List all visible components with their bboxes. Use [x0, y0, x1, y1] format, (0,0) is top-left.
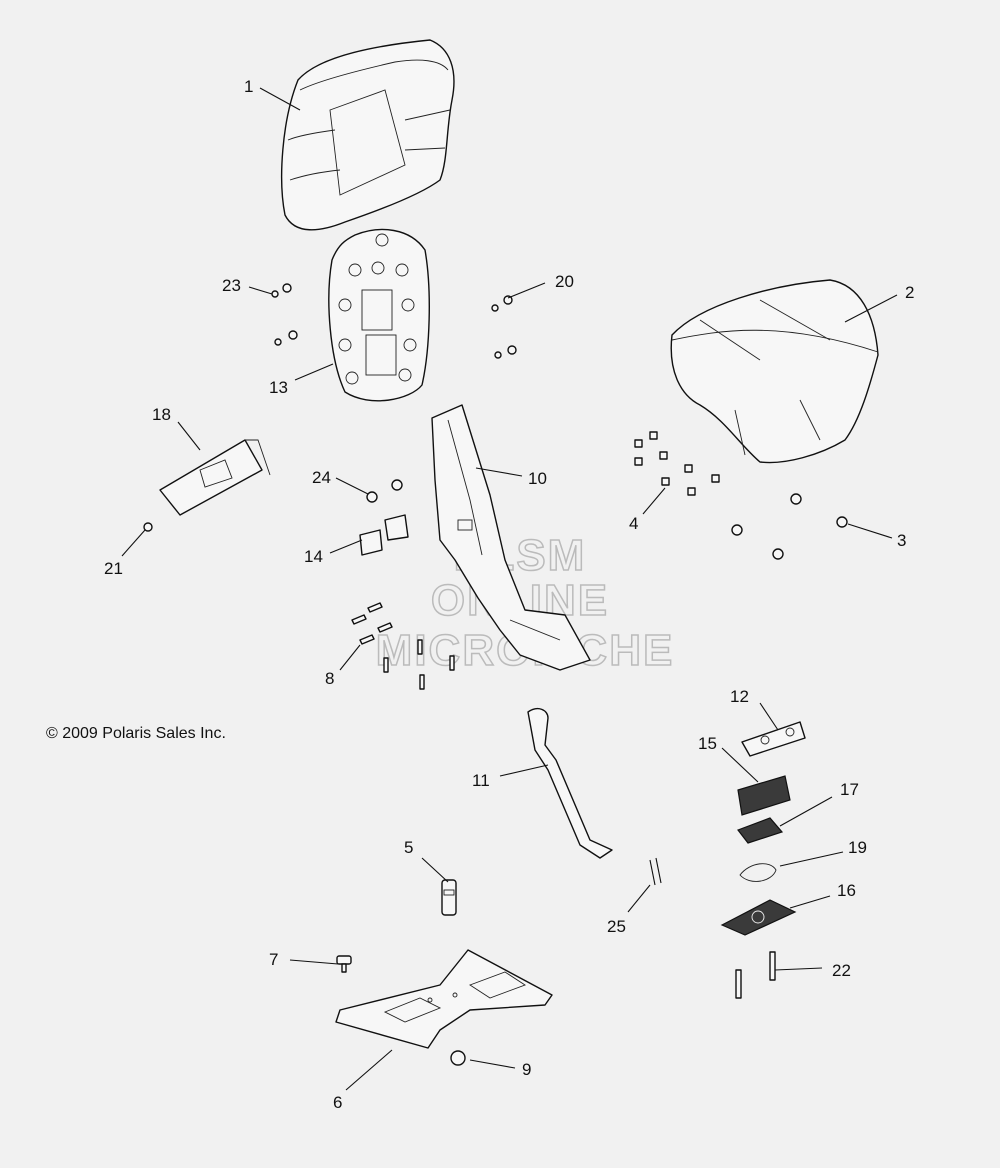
callout-18: 18: [152, 405, 171, 424]
callout-7: 7: [269, 950, 278, 969]
callout-19: 19: [848, 838, 867, 857]
part-7-bolt: [336, 955, 352, 973]
callout-24: 24: [312, 468, 331, 487]
callout-12: 12: [730, 687, 749, 706]
callout-14: 14: [304, 547, 323, 566]
callout-15: 15: [698, 734, 717, 753]
callout-6: 6: [333, 1093, 342, 1112]
part-1-backrest: [281, 39, 455, 231]
callout-13: 13: [269, 378, 288, 397]
part-14-bumpers: [359, 514, 409, 556]
callout-20: 20: [555, 272, 574, 291]
callout-16: 16: [837, 881, 856, 900]
part-11-strap: [527, 708, 613, 859]
callout-4: 4: [629, 514, 638, 533]
callout-2: 2: [905, 283, 914, 302]
callout-21: 21: [104, 559, 123, 578]
part-25-pins: [649, 857, 662, 886]
callout-1: 1: [244, 77, 253, 96]
part-19-spring: [739, 863, 777, 882]
callout-23: 23: [222, 276, 241, 295]
part-5-latch: [441, 879, 457, 916]
part-10-seat-frame: [431, 404, 591, 671]
callout-10: 10: [528, 469, 547, 488]
fasteners: [143, 283, 848, 1066]
part-2-seat-cushion: [670, 279, 879, 464]
part-12-plate: [741, 721, 806, 757]
part-13-back-plate: [328, 228, 430, 402]
copyright-notice: © 2009 Polaris Sales Inc.: [46, 725, 226, 742]
part-15-block: [737, 775, 791, 816]
part-16-housing: [720, 899, 797, 936]
leader-lines: [121, 87, 898, 1091]
callout-25: 25: [607, 917, 626, 936]
callout-11: 11: [472, 771, 490, 790]
part-17-latch-body: [737, 817, 784, 844]
part-18-bracket: [159, 439, 271, 516]
part-6-base-plate: [335, 949, 553, 1049]
callout-8: 8: [325, 669, 334, 688]
callout-17: 17: [840, 780, 859, 799]
callout-22: 22: [832, 961, 851, 980]
callout-5: 5: [404, 838, 413, 857]
callout-numbers: 1 2 3 4 5 6 7 8 9 10 11 12 13 14 15 16 1…: [104, 77, 914, 1112]
callout-3: 3: [897, 531, 906, 550]
callout-9: 9: [522, 1060, 531, 1079]
